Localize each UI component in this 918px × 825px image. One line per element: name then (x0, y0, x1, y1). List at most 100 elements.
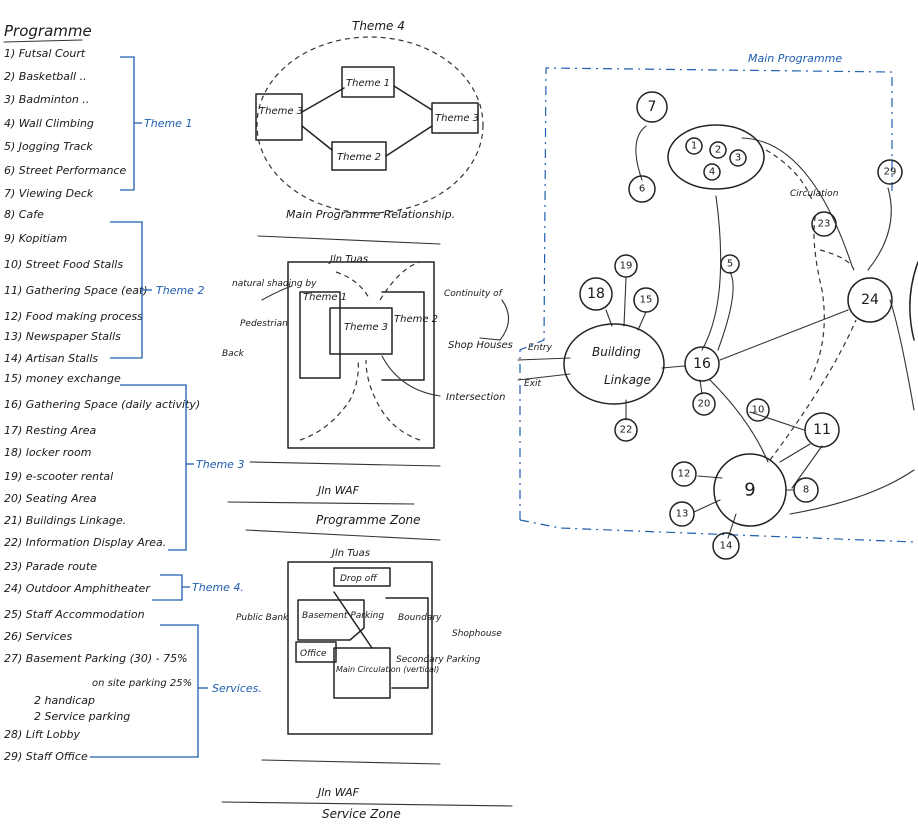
node-3-circle (729, 149, 747, 167)
node-29-circle (877, 159, 903, 185)
programme-item: 2) Basketball .. (4, 70, 87, 83)
theme-3-label: Theme 3 (196, 458, 244, 471)
theme-2-label: Theme 2 (156, 284, 204, 297)
node-6-label: 6 (639, 184, 645, 195)
node-24-circle (847, 277, 893, 323)
node-cluster-1-4 (667, 124, 765, 190)
pz-note-shading: natural shading by (232, 279, 317, 289)
node-11-label: 11 (813, 422, 831, 438)
programme-item: 19) e-scooter rental (4, 470, 113, 483)
programme-zone: Jln Tuas Theme 3 Theme 1 Theme 2 natural… (222, 235, 513, 527)
node-8-circle (793, 477, 819, 503)
node-16-label: 16 (693, 356, 711, 372)
node-13-circle (669, 501, 695, 527)
node-8-label: 8 (803, 485, 809, 496)
programme-item: 27) Basement Parking (30) - 75% (4, 652, 188, 665)
programme-item: 17) Resting Area (4, 424, 97, 437)
node-15-label: 15 (640, 295, 653, 306)
programme-item: 16) Gathering Space (daily activity) (4, 398, 200, 411)
pz-box-theme1-label: Theme 1 (303, 292, 347, 303)
node-18-label: 18 (587, 286, 605, 302)
sz-box-office (295, 641, 337, 663)
programme-item: 7) Viewing Deck (4, 187, 94, 200)
node-15-circle (633, 287, 659, 313)
sz-box-secondary-label: Secondary Parking (396, 655, 481, 665)
node-4-label: 4 (709, 167, 715, 178)
programme-heading: Programme (4, 22, 92, 40)
sz-note-shophouse: Shophouse (452, 629, 502, 639)
programme-item: 26) Services (4, 630, 72, 643)
label-entry: Entry (528, 343, 553, 353)
programme-item: 10) Street Food Stalls (4, 258, 123, 271)
node-1-label: 1 (691, 141, 697, 152)
node-7-circle (636, 91, 668, 123)
rel-box-theme3-right-label: Theme 3 (435, 113, 479, 124)
sz-note-boundary: Boundary (398, 613, 442, 623)
node-13-label: 13 (676, 509, 689, 520)
rel-box-theme2 (331, 141, 387, 171)
pz-note-continuity: Continuity of (444, 289, 504, 299)
sz-road-bottom: Jln WAF (316, 786, 360, 799)
node-20-circle (692, 392, 716, 416)
programme-item: 1) Futsal Court (4, 47, 86, 60)
theme-1-label: Theme 1 (144, 117, 192, 130)
node-building-linkage (563, 323, 665, 405)
pz-road-top: Jln Tuas (328, 254, 368, 265)
rel-box-theme1 (341, 66, 395, 98)
pz-note-shophouses: Shop Houses (448, 340, 513, 351)
programme-item: on site parking 25% (92, 678, 192, 689)
programme-item: 25) Staff Accommodation (4, 608, 145, 621)
node-14-circle (712, 532, 740, 560)
node-23-circle (811, 211, 837, 237)
programme-item: 8) Cafe (4, 208, 44, 221)
node-19-label: 19 (620, 261, 633, 272)
label-circulation: Circulation (790, 189, 839, 199)
rel-box-theme3-left (255, 93, 303, 141)
sz-box-office-label: Office (300, 649, 327, 659)
relationship-diagram: Theme 4 Theme 1 Theme 3 Theme 3 Theme 2 … (255, 19, 484, 221)
node-24-label: 24 (861, 292, 879, 308)
services-label: Services. (212, 682, 262, 695)
programme-item: 28) Lift Lobby (4, 728, 80, 741)
programme-item: 2 handicap (34, 694, 95, 707)
node-6-circle (628, 175, 656, 203)
programme-item: 11) Gathering Space (eat) (4, 284, 148, 297)
sz-box-main-circulation (333, 647, 391, 699)
hub-label-1: Building (592, 345, 641, 359)
rel-box-theme1-label: Theme 1 (346, 78, 390, 89)
node-5-circle (720, 254, 740, 274)
node-12-circle (671, 461, 697, 487)
node-9-label: 9 (744, 480, 755, 501)
pz-box-theme3-label: Theme 3 (344, 322, 388, 333)
node-12-label: 12 (678, 469, 691, 480)
programme-item: 4) Wall Climbing (4, 117, 94, 130)
sz-box-dropoff-label: Drop off (340, 574, 378, 584)
node-10-circle (746, 398, 770, 422)
node-22-label: 22 (620, 425, 633, 436)
pz-note-pedestrian: Pedestrian (240, 319, 288, 329)
sz-note-public: Public Bank (236, 613, 289, 623)
node-3-label: 3 (735, 153, 741, 164)
node-11-circle (804, 412, 840, 448)
programme-item: 3) Badminton .. (4, 93, 89, 106)
service-zone: Jln Tuas Drop off Basement Parking Offic… (221, 529, 513, 821)
programme-item: 21) Buildings Linkage. (4, 514, 126, 527)
node-23-label: 23 (818, 219, 831, 230)
relationship-caption: Main Programme Relationship. (286, 208, 455, 221)
node-4-circle (703, 163, 721, 181)
programme-list: Programme 1) Futsal Court 2) Basketball .… (3, 22, 262, 763)
main-programme-diagram: Main Programme Building L (517, 52, 918, 560)
theme-4-label: Theme 4. (192, 581, 244, 594)
programme-item: 20) Seating Area (4, 492, 97, 505)
pz-note-back: Back (222, 349, 245, 359)
programme-item: 18) locker room (4, 446, 91, 459)
hub-label-2: Linkage (604, 373, 651, 387)
node-10-label: 10 (752, 405, 765, 416)
node-18-circle (579, 277, 613, 311)
node-16-circle (684, 346, 720, 382)
programme-item: 12) Food making process (4, 310, 143, 323)
sz-box-dropoff (333, 567, 391, 587)
node-2-circle (709, 141, 727, 159)
sz-caption: Service Zone (322, 807, 401, 821)
